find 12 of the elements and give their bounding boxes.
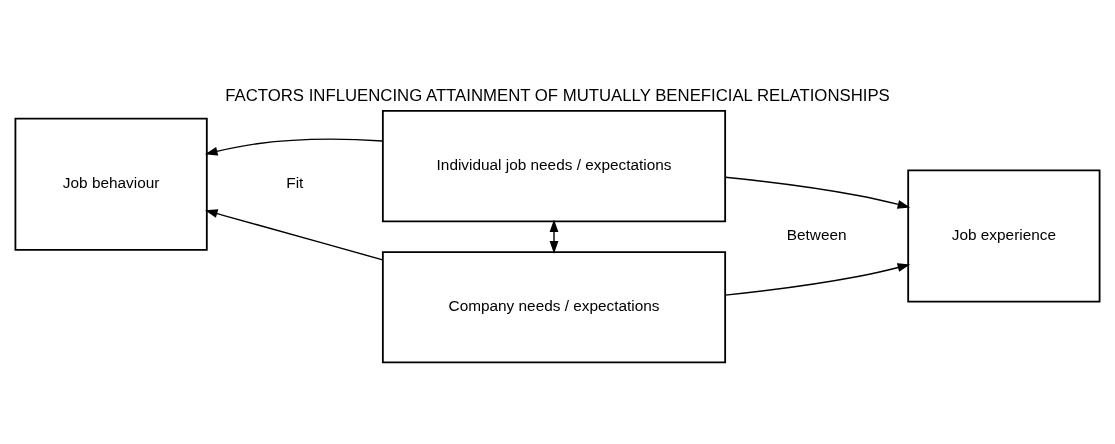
diagram-title: FACTORS INFLUENCING ATTAINMENT OF MUTUALLY BENEFICIAL RELATIONSHIPS	[225, 85, 890, 105]
node-box: Job behaviour	[14, 117, 208, 251]
node-box: Company needs / expectations	[381, 251, 727, 364]
arrow	[549, 219, 559, 254]
label: Fit	[286, 174, 304, 192]
label: Between	[786, 225, 847, 243]
arrow	[204, 138, 384, 156]
arrow	[724, 176, 911, 209]
arrow	[204, 209, 384, 261]
node-box: Individual job needs / expectations	[381, 110, 727, 223]
node-box: Job experience	[907, 169, 1101, 303]
arrow	[724, 263, 911, 296]
